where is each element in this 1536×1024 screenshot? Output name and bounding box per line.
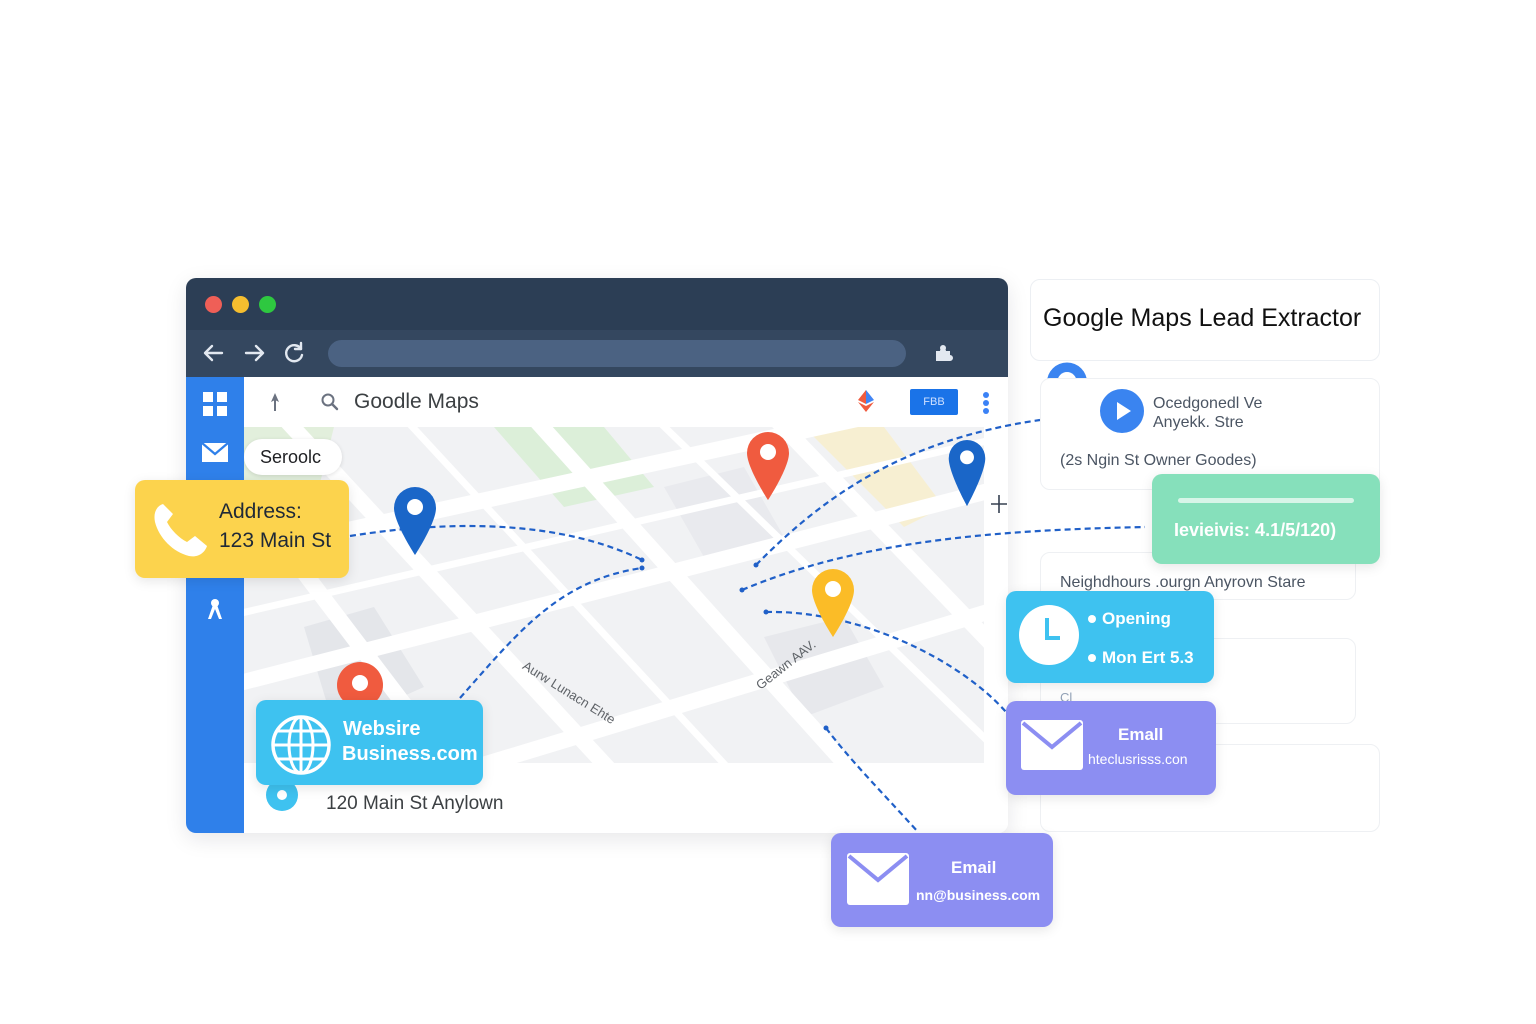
play-icon[interactable] [1100, 389, 1144, 433]
map-canvas[interactable]: Seroolc Aurw Lunacn Ehte Geawn AAV. [244, 427, 984, 763]
arrow-left-icon [203, 344, 224, 362]
maps-logo-icon [854, 388, 878, 414]
browser-window: Goodle Maps FBB [186, 278, 1008, 833]
search-icon[interactable] [320, 392, 340, 412]
neighborhood-text: Neighdhours .ourgn Anyrovn Stare [1060, 574, 1306, 591]
email-value: nn@business.com [916, 887, 1041, 903]
map-pin-blue-icon[interactable] [392, 485, 438, 557]
address-card[interactable]: Address: 123 Main St [135, 480, 349, 578]
envelope-icon [1020, 719, 1084, 771]
reviews-progress-bar [1178, 498, 1354, 503]
person-icon [208, 599, 222, 619]
sidebar-item-mail[interactable] [200, 437, 230, 467]
map-search-chip[interactable]: Seroolc [244, 439, 342, 475]
maps-title: Goodle Maps [354, 390, 479, 413]
map-pin-red-icon[interactable] [336, 661, 384, 701]
email-value: hteclusrisss.con [1088, 751, 1188, 767]
mail-icon [201, 442, 229, 462]
bottom-address-text: 120 Main St Anylown [326, 793, 504, 814]
maximize-window-button[interactable] [259, 296, 276, 313]
sidebar-item-apps[interactable] [200, 389, 230, 419]
opening-hours-card[interactable]: Opening Mon Ert 5.3 [1006, 591, 1214, 683]
map-pin-yellow-icon[interactable] [810, 567, 856, 639]
map-pin-red-icon[interactable] [745, 430, 791, 502]
maps-header: Goodle Maps FBB [244, 377, 1008, 427]
reviews-text: Ievieivis: 4.1/5/120) [1174, 520, 1337, 540]
bullet-dot [1088, 654, 1096, 662]
extension-button[interactable] [930, 340, 958, 368]
address-bar-input[interactable] [328, 340, 906, 367]
arrow-right-icon [244, 344, 265, 362]
bullet-dot [1088, 615, 1096, 623]
website-card[interactable]: Websire Business.com [256, 700, 483, 785]
compass-icon [271, 393, 279, 411]
map-pin-blue-icon[interactable] [947, 437, 987, 509]
phone-icon [151, 500, 209, 560]
browser-toolbar [186, 330, 1008, 377]
website-value: Business.com [342, 743, 478, 765]
reload-button[interactable] [280, 339, 308, 367]
clock-icon [1018, 604, 1080, 666]
sidebar-item-profile[interactable] [200, 595, 230, 625]
globe-icon [270, 714, 332, 776]
back-button[interactable] [200, 339, 228, 367]
app-sidebar [186, 377, 244, 833]
place-info-card[interactable] [1040, 378, 1380, 490]
place-name-line-1: Ocedgonedl Ve [1153, 395, 1263, 412]
reload-icon [285, 341, 304, 363]
map-streets [244, 427, 984, 763]
reviews-card[interactable]: Ievieivis: 4.1/5/120) [1152, 474, 1380, 564]
address-label: Address: [219, 500, 302, 523]
extractor-panel-header: Google Maps Lead Extractor [1030, 279, 1380, 361]
location-dot-icon [264, 777, 300, 813]
email-title: Email [951, 858, 997, 877]
opening-label: Opening [1102, 609, 1171, 628]
title-bar [186, 278, 1008, 330]
website-label: Websire [343, 718, 421, 740]
cursor-crosshair-icon [990, 494, 1008, 514]
close-window-button[interactable] [205, 296, 222, 313]
puzzle-icon [936, 345, 953, 361]
forward-button[interactable] [240, 339, 268, 367]
maps-content: Goodle Maps FBB [244, 377, 1008, 833]
email-title: Emall [1118, 725, 1164, 744]
address-value: 123 Main St [219, 529, 332, 552]
opening-hours: Mon Ert 5.3 [1102, 648, 1194, 667]
compass-button[interactable] [264, 391, 286, 413]
grid-icon [203, 392, 227, 416]
place-name-line-2: Anyekk. Stre [1153, 414, 1244, 431]
email-card[interactable]: Emall hteclusrisss.con [1006, 701, 1216, 795]
more-options-icon[interactable] [980, 390, 992, 416]
header-action-button[interactable]: FBB [910, 389, 958, 415]
envelope-icon [846, 852, 910, 906]
email-card[interactable]: Email nn@business.com [831, 833, 1053, 927]
panel-title: Google Maps Lead Extractor [1043, 304, 1362, 332]
place-address: (2s Ngin St Owner Goodes) [1060, 452, 1257, 469]
minimize-window-button[interactable] [232, 296, 249, 313]
